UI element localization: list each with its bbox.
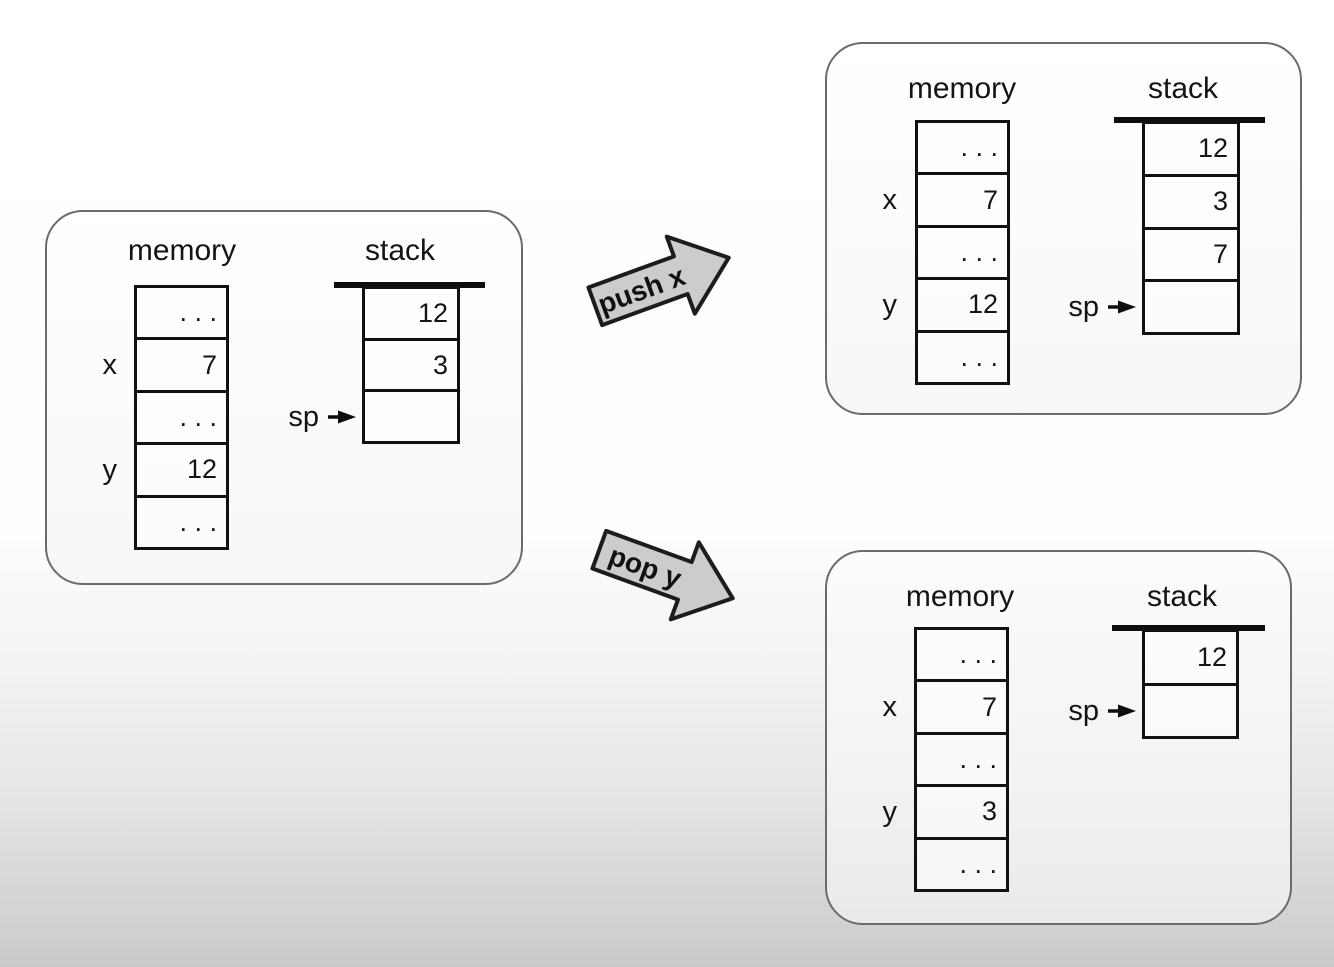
memory-title: memory — [907, 72, 1017, 105]
memory-cell: . . . — [918, 224, 1007, 277]
sp-label: sp — [1068, 694, 1099, 727]
memory-cell: . . . — [918, 329, 1007, 382]
memory-cell: 7 — [917, 679, 1006, 731]
memory-cell: . . . — [917, 836, 1006, 889]
sp-label: sp — [288, 400, 319, 433]
memory-cell: . . . — [959, 639, 997, 670]
stack-pointer: sp — [277, 400, 357, 434]
stack-cell — [365, 389, 457, 441]
stack-pointer: sp — [1057, 290, 1137, 324]
memory-var-label-y: y — [882, 796, 898, 828]
stack-cell: 12 — [1197, 133, 1228, 164]
panel-after-push-x: memory stack x y . . . 7 . . . 12 . . . … — [825, 42, 1302, 415]
memory-table: . . . 7 . . . 12 . . . — [915, 120, 1010, 385]
stack-pointer: sp — [1057, 694, 1137, 728]
stack-title: stack — [1147, 72, 1219, 105]
sp-arrow-icon — [1108, 300, 1136, 314]
stack-cell — [1145, 279, 1237, 332]
stack-cell: 12 — [417, 297, 448, 328]
sp-arrow-icon — [1108, 704, 1136, 718]
arrow-right-icon: push x — [586, 234, 731, 328]
memory-var-label-x: x — [102, 349, 118, 381]
stack-table: 12 — [1142, 629, 1239, 739]
stack-cell: 3 — [1145, 173, 1237, 227]
memory-cell: . . . — [137, 494, 226, 547]
stack-cell — [1145, 682, 1236, 737]
memory-cell: 12 — [137, 442, 226, 494]
memory-cell: . . . — [917, 731, 1006, 784]
stack-table: 12 3 7 — [1142, 121, 1240, 335]
stack-top-bar — [334, 282, 485, 288]
panel-initial-state: memory stack x y . . . 7 . . . 12 . . . … — [45, 210, 523, 585]
memory-table: . . . 7 . . . 12 . . . — [134, 285, 229, 550]
panel-after-pop-y: memory stack x y . . . 7 . . . 3 . . . 1… — [825, 550, 1292, 925]
sp-label: sp — [1068, 290, 1099, 323]
stack-cell: 3 — [365, 337, 457, 390]
memory-title: memory — [127, 234, 237, 267]
memory-cell: 7 — [137, 337, 226, 389]
memory-cell: . . . — [960, 132, 998, 163]
memory-var-label-x: x — [882, 691, 898, 723]
memory-cell: . . . — [179, 297, 217, 328]
memory-var-label-x: x — [882, 184, 898, 216]
memory-cell: . . . — [137, 389, 226, 442]
stack-top-bar — [1114, 117, 1265, 123]
memory-table: . . . 7 . . . 3 . . . — [914, 627, 1009, 892]
stack-top-bar — [1112, 625, 1265, 631]
memory-cell: 7 — [918, 172, 1007, 224]
stack-title: stack — [364, 234, 436, 267]
memory-title: memory — [905, 580, 1015, 613]
pop-y-arrow: pop y — [579, 504, 754, 644]
memory-cell: 3 — [917, 784, 1006, 836]
stack-table: 12 3 — [362, 286, 460, 444]
sp-arrow-icon — [328, 410, 356, 424]
arrow-right-icon: pop y — [590, 528, 735, 622]
stack-title: stack — [1146, 580, 1218, 613]
stack-cell: 12 — [1196, 641, 1227, 672]
memory-cell: 12 — [918, 277, 1007, 329]
stack-cell: 7 — [1145, 226, 1237, 280]
memory-var-label-y: y — [882, 289, 898, 321]
push-x-arrow: push x — [575, 212, 750, 352]
memory-var-label-y: y — [102, 454, 118, 486]
